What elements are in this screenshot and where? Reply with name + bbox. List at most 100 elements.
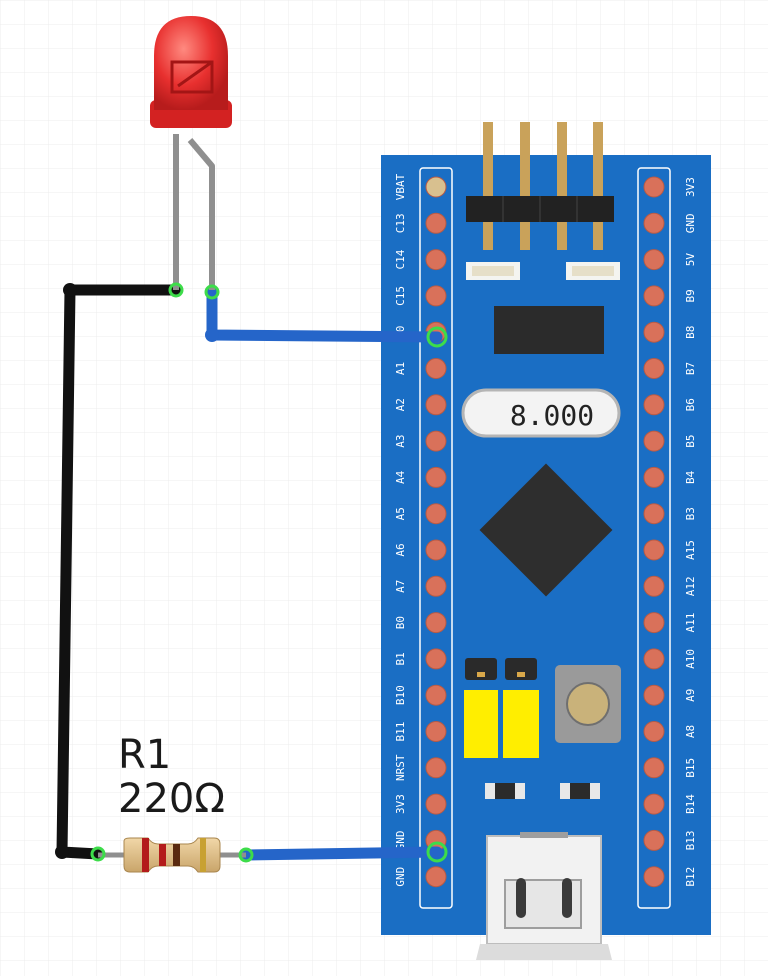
microcontroller-chip (479, 463, 613, 597)
pin-label-right-a15: A15 (684, 540, 697, 560)
pin-pad-left-a3[interactable] (425, 430, 447, 452)
pin-label-left-b10: B10 (394, 685, 407, 705)
stm32-board[interactable]: VBATC13C14C15A0A1A2A3A4A5A6A7B0B1B10B11N… (381, 122, 711, 960)
pin-pad-right-3v3[interactable] (643, 176, 665, 198)
pin-pad-right-b4[interactable] (643, 466, 665, 488)
pin-label-left-a2: A2 (394, 398, 407, 411)
resistor-left-endpoint[interactable] (90, 846, 106, 862)
pin-pad-right-b6[interactable] (643, 394, 665, 416)
pin-pad-left-c15[interactable] (425, 285, 447, 307)
pin-label-right-b6: B6 (684, 398, 697, 411)
pin-label-right-b15: B15 (684, 758, 697, 778)
pin-label-right-3v3: 3V3 (684, 177, 697, 197)
resistor-band-2 (159, 844, 166, 866)
pin-pad-left-b11[interactable] (425, 721, 447, 742)
pin-label-left-a4: A4 (394, 470, 407, 484)
pin-pad-left-a2[interactable] (425, 394, 447, 416)
resistor-band-1 (142, 838, 149, 872)
resistor-band-3 (173, 844, 180, 866)
pin-pad-right-b9[interactable] (643, 285, 665, 307)
blue-wire-gnd[interactable] (240, 846, 443, 861)
micro-usb-connector (476, 832, 612, 960)
pin-label-left-a3: A3 (394, 434, 407, 447)
pin-pad-right-b8[interactable] (643, 321, 665, 343)
pin-label-left-c15: C15 (394, 286, 407, 306)
pin-pad-left-b1[interactable] (425, 648, 447, 670)
pin-pad-right-b15[interactable] (643, 757, 665, 779)
pin-label-right-a9: A9 (684, 689, 697, 702)
pin-pad-right-5v[interactable] (643, 249, 665, 271)
pin-label-left-a7: A7 (394, 580, 407, 593)
pin-pad-right-a10[interactable] (643, 648, 665, 670)
pin-pad-right-b13[interactable] (643, 829, 665, 851)
pin-label-left-c14: C14 (394, 249, 407, 269)
pin-label-left-gnd: GND (394, 867, 407, 887)
pin-pad-right-a12[interactable] (643, 575, 665, 597)
pin-pad-left-a5[interactable] (425, 503, 447, 525)
pin-pad-left-vbat[interactable] (425, 176, 447, 198)
pin-pad-right-a15[interactable] (643, 539, 665, 561)
pin-label-right-b12: B12 (684, 867, 697, 887)
pin-label-right-b5: B5 (684, 434, 697, 447)
pin-pad-right-a8[interactable] (643, 721, 665, 742)
pin-pad-right-b14[interactable] (643, 793, 665, 815)
pin-pad-right-b7[interactable] (643, 358, 665, 379)
pin-pad-left-b10[interactable] (425, 684, 447, 706)
pin-pad-right-gnd[interactable] (643, 212, 665, 234)
pin-label-right-b4: B4 (684, 470, 697, 484)
pin-label-right-b3: B3 (684, 507, 697, 520)
pin-pad-left-a6[interactable] (425, 539, 447, 561)
pin-pad-right-a11[interactable] (643, 612, 665, 634)
pin-label-right-a12: A12 (684, 576, 697, 596)
pin-label-left-b0: B0 (394, 616, 407, 629)
pin-pad-right-b5[interactable] (643, 430, 665, 452)
pin-label-left-c13: C13 (394, 213, 407, 233)
pin-pad-left-3v3[interactable] (425, 793, 447, 815)
pin-label-right-gnd: GND (684, 213, 697, 233)
black-wire-gnd[interactable] (56, 284, 182, 860)
reset-button[interactable] (555, 665, 621, 743)
pin-pad-right-b12[interactable] (643, 866, 665, 888)
pin-label-right-b7: B7 (684, 362, 697, 375)
pin-pad-left-nrst[interactable] (425, 757, 447, 779)
pin-a0-connection[interactable] (426, 326, 448, 348)
led-anode-endpoint[interactable] (204, 284, 220, 300)
pin-label-left-a6: A6 (394, 543, 407, 556)
pin-pad-left-a1[interactable] (425, 358, 447, 379)
pin-label-left-a1: A1 (394, 362, 407, 375)
led-anode-leg (187, 138, 215, 290)
pin-label-left-a5: A5 (394, 507, 407, 520)
pin-label-right-5v: 5V (684, 253, 697, 267)
pin-pad-left-c14[interactable] (425, 249, 447, 271)
resistor-right-endpoint[interactable] (238, 847, 254, 863)
pin-gnd-connection[interactable] (426, 841, 448, 863)
resistor-ref-label: R1 (118, 732, 171, 778)
pin-label-right-b9: B9 (684, 289, 697, 302)
pin-pad-right-a9[interactable] (643, 684, 665, 706)
red-led[interactable] (150, 16, 232, 290)
left-header-outline (419, 167, 453, 909)
wires (55, 283, 443, 861)
pin-pad-left-a4[interactable] (425, 466, 447, 488)
pin-label-right-a10: A10 (684, 649, 697, 669)
resistor-value-label: 220Ω (118, 776, 225, 822)
resistor-r1[interactable] (98, 837, 246, 873)
crystal-label: 8.000 (510, 399, 594, 432)
crystal-oscillator (461, 388, 621, 438)
swd-header (466, 122, 614, 250)
connection-highlights (90, 282, 448, 863)
pin-label-left-gnd: GND (394, 830, 407, 850)
pin-pad-right-b3[interactable] (643, 503, 665, 525)
pin-label-right-a8: A8 (684, 725, 697, 738)
pin-label-left-b1: B1 (394, 652, 407, 665)
resistor-band-4 (200, 838, 206, 872)
right-pin-column: 3V3GND5VB9B8B7B6B5B4B3A15A12A11A10A9A8B1… (643, 176, 697, 888)
pin-pad-left-b0[interactable] (425, 612, 447, 634)
led-cathode-endpoint[interactable] (168, 282, 184, 298)
pin-label-right-b14: B14 (684, 794, 697, 814)
pin-label-right-a11: A11 (684, 613, 697, 633)
pin-pad-left-a7[interactable] (425, 575, 447, 597)
pin-pad-left-gnd[interactable] (425, 866, 447, 888)
boot-jumpers[interactable] (464, 658, 539, 758)
pin-pad-left-c13[interactable] (425, 212, 447, 234)
